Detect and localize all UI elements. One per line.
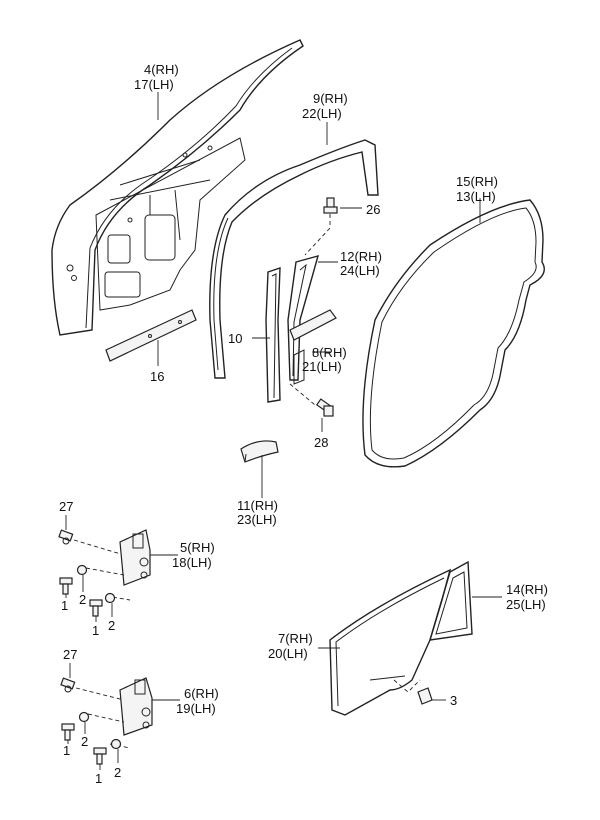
door-handle[interactable] [240, 440, 279, 463]
label-part-1-lower-b: 1 [95, 771, 102, 786]
label-part-19: 19(LH) [176, 701, 216, 716]
door-panel[interactable] [51, 39, 304, 336]
label-part-27-upper: 27 [59, 499, 73, 514]
label-part-28: 28 [314, 435, 328, 450]
label-part-20: 20(LH) [268, 646, 308, 661]
label-part-2-lower-a: 2 [81, 734, 88, 749]
bolt-1-lower-a-icon[interactable] [61, 723, 75, 741]
door-window-glass[interactable] [329, 568, 452, 716]
label-part-10: 10 [228, 331, 242, 346]
label-part-15: 15(RH) [456, 174, 498, 189]
door-hinge-lower[interactable] [119, 677, 153, 736]
label-part-4: 4(RH) [144, 62, 179, 77]
glass-run-channel[interactable] [287, 254, 320, 381]
label-part-5: 5(RH) [180, 540, 215, 555]
door-hinge-upper[interactable] [119, 529, 151, 586]
label-part-13: 13(LH) [456, 189, 496, 204]
label-part-8: 8(RH) [312, 345, 347, 360]
door-strip[interactable] [105, 309, 197, 362]
label-part-2-upper-b: 2 [108, 618, 115, 633]
hinge-bolt-27-upper-icon[interactable] [58, 529, 74, 545]
label-part-2-upper-a: 2 [79, 592, 86, 607]
label-part-24: 24(LH) [340, 263, 380, 278]
label-part-1-upper-b: 1 [92, 623, 99, 638]
washer-2-upper-a-icon[interactable] [76, 564, 88, 576]
label-part-2-lower-b: 2 [114, 765, 121, 780]
door-quarter-glass[interactable] [429, 560, 473, 641]
label-part-17: 17(LH) [134, 77, 174, 92]
label-part-11: 11(RH) [237, 498, 278, 513]
bolt-1-lower-b-icon[interactable] [93, 747, 107, 765]
door-sash[interactable] [265, 267, 281, 403]
clip-3-icon[interactable] [417, 687, 433, 705]
label-part-12: 12(RH) [340, 249, 382, 264]
washer-2-lower-a-icon[interactable] [78, 711, 90, 723]
label-part-21: 21(LH) [302, 359, 342, 374]
label-part-3: 3 [450, 693, 457, 708]
label-part-6: 6(RH) [184, 686, 219, 701]
label-part-26: 26 [366, 202, 380, 217]
label-part-27-lower: 27 [63, 647, 77, 662]
label-part-1-upper-a: 1 [61, 598, 68, 613]
bolt-1-upper-a-icon[interactable] [59, 577, 73, 595]
washer-2-upper-b-icon[interactable] [104, 592, 116, 604]
screw-26-icon[interactable] [323, 197, 338, 214]
label-part-1-lower-a: 1 [63, 743, 70, 758]
sash-bracket[interactable] [289, 309, 337, 385]
hinge-bolt-27-lower-icon[interactable] [60, 677, 76, 693]
label-part-7: 7(RH) [278, 631, 313, 646]
label-part-9: 9(RH) [313, 91, 348, 106]
label-part-18: 18(LH) [172, 555, 212, 570]
bolt-28-icon[interactable] [315, 398, 334, 417]
label-part-16: 16 [150, 369, 164, 384]
label-part-23: 23(LH) [237, 512, 277, 527]
washer-2-lower-b-icon[interactable] [110, 738, 122, 750]
bolt-1-upper-b-icon[interactable] [89, 599, 103, 617]
label-part-14: 14(RH) [506, 582, 548, 597]
label-part-22: 22(LH) [302, 106, 342, 121]
label-part-25: 25(LH) [506, 597, 546, 612]
door-opening-weatherstrip[interactable] [362, 199, 545, 468]
door-frame-weatherstrip[interactable] [209, 139, 379, 379]
